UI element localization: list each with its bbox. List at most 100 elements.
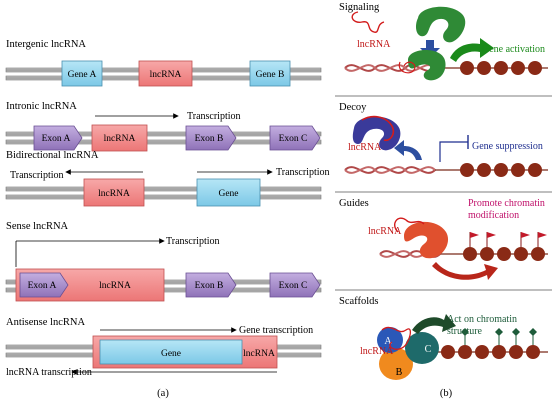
exon-b-label: Exon B	[195, 281, 224, 291]
panel-a: Intergenic lncRNA Gene A lncRNA Gene B I…	[5, 39, 330, 399]
lncrna-bound	[394, 217, 425, 233]
protein-bound	[408, 49, 446, 81]
dna-strand-bottom	[5, 139, 322, 145]
nucleosome	[494, 163, 508, 177]
nucleosome	[509, 345, 523, 359]
act-arrow-icon	[412, 314, 456, 334]
modification-arrow-icon	[432, 262, 498, 280]
down-arrow-icon	[420, 40, 440, 58]
exon-c-label: Exon C	[279, 134, 308, 144]
lncrna-box	[138, 60, 193, 87]
lncrna-transcription-label: lncRNA transcription	[6, 367, 92, 378]
lncrna-label: lncRNA	[98, 189, 130, 199]
gene-a-label: Gene A	[68, 70, 97, 80]
row-title: Intergenic lncRNA	[6, 39, 86, 50]
lncrna-label: lncRNA	[348, 142, 382, 153]
nucleosome	[497, 247, 511, 261]
lncrna-box	[83, 178, 145, 207]
lncrna-label: lncRNA	[104, 134, 136, 144]
nucleosome	[492, 345, 506, 359]
effect-label-line2: modification	[468, 210, 519, 221]
exon-c-shape	[269, 125, 321, 151]
section-title: Scaffolds	[339, 296, 378, 307]
row-title: Bidirectional lncRNA	[6, 150, 99, 161]
gene-label: Gene	[218, 189, 238, 199]
panel-a-tag: (a)	[157, 388, 169, 399]
transcription-right-label: Transcription	[276, 167, 330, 178]
transcription-label: Transcription	[166, 236, 220, 247]
gene-box	[99, 339, 243, 365]
nucleosome	[480, 247, 494, 261]
effect-label-line1: Act on chromatin	[447, 314, 517, 325]
protein-top	[416, 6, 466, 43]
protein-a-label: A	[384, 336, 392, 347]
lncrna-label: lncRNA	[360, 346, 394, 357]
section-guides: Guides Promote chromatin modification	[339, 198, 548, 280]
nucleosome	[477, 61, 491, 75]
section-title: Decoy	[339, 102, 367, 113]
dna-strand-top	[5, 186, 322, 192]
transcription-left-label: Transcription	[10, 170, 64, 181]
histone-mark-pins	[461, 328, 537, 345]
lncrna-bound	[361, 115, 395, 142]
lncrna-squiggle	[351, 11, 385, 33]
exon-a-shape	[33, 125, 83, 151]
nucleosome	[458, 345, 472, 359]
decoy-protein	[352, 116, 401, 151]
nucleosome	[511, 61, 525, 75]
nucleosome	[477, 163, 491, 177]
row-antisense: Antisense lncRNA Gene transcription Gene…	[5, 317, 322, 378]
effect-label-line1: Promote chromatin	[468, 198, 545, 209]
section-title: Guides	[339, 198, 369, 209]
panel-b: Signaling lncRNA Gene activation	[335, 2, 552, 399]
nucleosome	[460, 61, 474, 75]
protein-c-label: C	[425, 344, 432, 355]
gene-transcription-label: Gene transcription	[239, 325, 313, 336]
release-arrow-icon	[394, 140, 422, 160]
nucleosome	[528, 61, 542, 75]
nucleosome	[441, 345, 455, 359]
nucleosome	[526, 345, 540, 359]
exon-a-shape	[19, 272, 69, 298]
row-title: Intronic lncRNA	[6, 101, 77, 112]
row-bidirectional: Bidirectional lncRNA Transcription Trans…	[5, 150, 330, 207]
effect-label: Gene activation	[482, 44, 545, 55]
gene-box	[196, 178, 261, 207]
protein-a	[377, 327, 403, 353]
exon-c-label: Exon C	[279, 281, 308, 291]
nucleosome	[514, 247, 528, 261]
row-sense: Sense lncRNA Transcription Exon A lncRNA…	[5, 221, 322, 302]
inhibition-line	[439, 141, 468, 162]
gene-label: Gene	[161, 349, 181, 359]
histone-mark-flags	[469, 232, 547, 247]
panel-b-tag: (b)	[440, 388, 453, 399]
gene-a-box	[61, 60, 103, 87]
lncrna-box	[91, 124, 148, 152]
transcription-label: Transcription	[187, 111, 241, 122]
activation-arrow-icon	[450, 38, 494, 62]
row-title: Sense lncRNA	[6, 221, 69, 232]
lncrna-bound	[398, 61, 416, 74]
protein-b-label: B	[396, 367, 403, 378]
exon-b-shape	[185, 272, 237, 298]
exon-c-shape	[269, 272, 321, 298]
nucleosome	[475, 345, 489, 359]
row-title: Antisense lncRNA	[6, 317, 85, 328]
exon-b-label: Exon B	[195, 134, 224, 144]
nucleosome	[511, 163, 525, 177]
lncrna-label: lncRNA	[99, 281, 131, 291]
exon-a-label: Exon A	[42, 134, 71, 144]
gene-b-label: Gene B	[256, 70, 285, 80]
gene-b-box	[249, 60, 291, 87]
nucleosome	[494, 61, 508, 75]
exon-a-label: Exon A	[28, 281, 57, 291]
nucleosome	[463, 247, 477, 261]
section-decoy: Decoy lncRNA Gene suppression	[339, 102, 548, 177]
section-scaffolds: Scaffolds Act on chromatin structure	[339, 296, 548, 380]
dna-helix-strand	[344, 64, 436, 72]
row-intronic: Intronic lncRNA Transcription Exon A lnc…	[5, 101, 322, 152]
protein-c	[405, 332, 439, 364]
section-title: Signaling	[339, 2, 380, 13]
lncrna-label: lncRNA	[150, 70, 182, 80]
